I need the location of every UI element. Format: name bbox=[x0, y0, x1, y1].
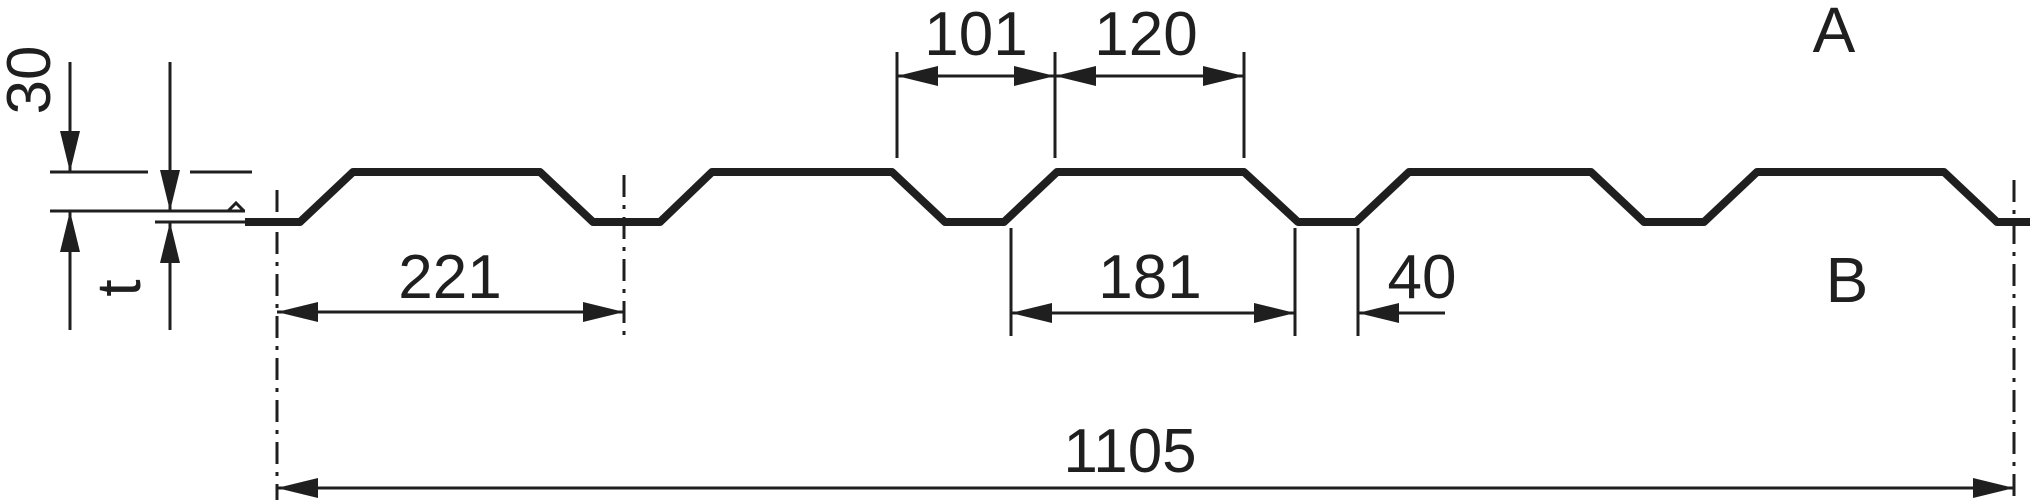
rib-pitch-dimension bbox=[277, 302, 624, 322]
cover-width-label: 1105 bbox=[1063, 417, 1196, 486]
rib-pitch-label: 221 bbox=[398, 243, 501, 312]
flat-valley-dimension bbox=[1356, 228, 1445, 336]
face-label-bottom: B bbox=[1826, 244, 1869, 316]
face-label-top: A bbox=[1813, 0, 1856, 66]
flat-valley-label: 40 bbox=[1388, 243, 1457, 312]
rib-bottom-label: 101 bbox=[924, 0, 1027, 69]
sheet-profile-line bbox=[245, 168, 2030, 226]
thickness-dimension-label: t bbox=[85, 279, 154, 296]
valley-width-dimension bbox=[1009, 228, 1297, 336]
height-dimension-label: 30 bbox=[0, 46, 64, 115]
thickness-dimension bbox=[155, 62, 246, 330]
cover-width-dimension bbox=[277, 478, 2014, 498]
rib-width-dimensions bbox=[895, 52, 1246, 158]
valley-width-label: 181 bbox=[1098, 243, 1201, 312]
height-dimension bbox=[50, 62, 252, 330]
rib-top-label: 120 bbox=[1094, 0, 1197, 69]
